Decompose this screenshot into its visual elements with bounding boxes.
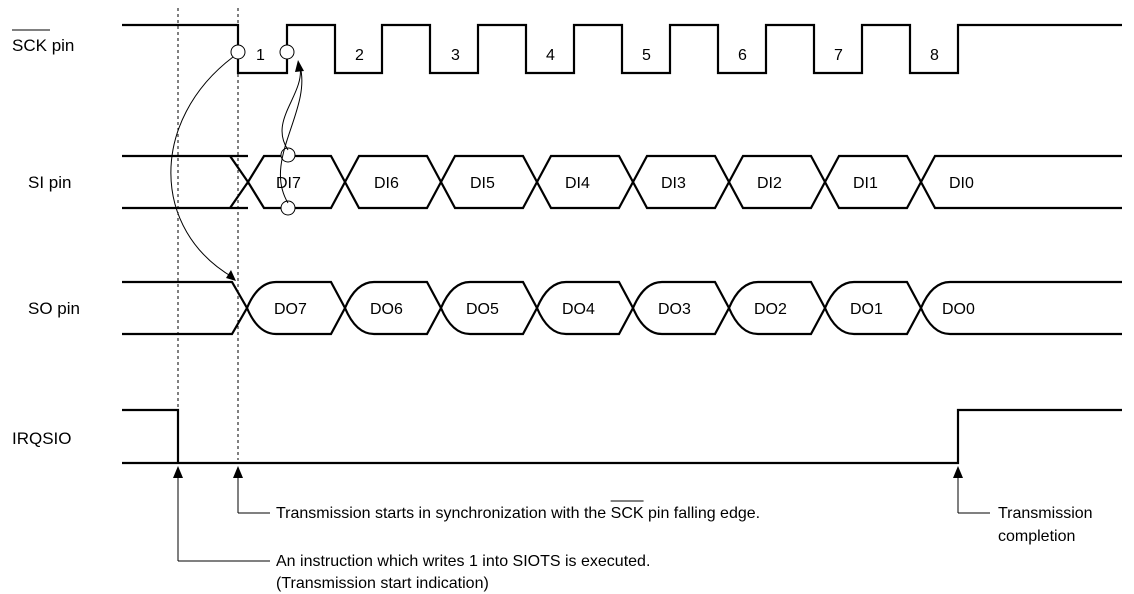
signal-labels: SCK pin SI pin SO pin IRQSIO (12, 29, 80, 448)
clock-number-5: 5 (642, 47, 651, 64)
so-bit-1: DO7 (274, 301, 307, 318)
instruction-note-arrowhead (173, 466, 183, 478)
si-bottom-to-rising-edge-arrow (279, 65, 303, 204)
si-bit-3: DI5 (470, 175, 495, 192)
so-bit-6: DO2 (754, 301, 787, 318)
instruction-note-line-1: An instruction which writes 1 into SIOTS… (276, 553, 650, 570)
si-bit-1: DI7 (276, 175, 301, 192)
clock-number-1: 1 (256, 47, 265, 64)
si-top-to-rising-edge-arrow (281, 65, 301, 151)
rising-edge-arrowhead (295, 60, 304, 72)
so-bit-2: DO6 (370, 301, 403, 318)
si-bit-7: DI1 (853, 175, 878, 192)
sck-pin-suffix: pin (47, 36, 74, 55)
clock-number-3: 3 (451, 47, 460, 64)
si-data-bits: DI7 DI6 DI5 DI4 DI3 DI2 DI1 DI0 (276, 175, 974, 192)
annotation-arrows (173, 466, 990, 562)
so-bit-5: DO3 (658, 301, 691, 318)
so-arrowhead (226, 270, 236, 281)
clock-number-8: 8 (930, 47, 939, 64)
start-note-after: pin falling edge. (644, 505, 761, 522)
si-trace (122, 154, 1122, 210)
timing-relation-arrows (170, 44, 304, 281)
sck-signal-name: SCK (12, 36, 48, 55)
si-sample-marker-bottom (280, 200, 296, 216)
sck-trace (122, 23, 1122, 75)
start-note-before: Transmission starts in synchronization w… (276, 505, 611, 522)
completion-note-line-2: completion (998, 528, 1075, 545)
sck-pin-label: SCK pin (12, 36, 74, 55)
so-bit-4: DO4 (562, 301, 595, 318)
start-note-arrowhead (233, 466, 243, 478)
clock-cycle-numbers: 1 2 3 4 5 6 7 8 (256, 47, 939, 64)
irqsio-label: IRQSIO (12, 429, 72, 448)
transmission-start-note: Transmission starts in synchronization w… (276, 505, 760, 522)
si-bit-4: DI4 (565, 175, 590, 192)
si-bit-8: DI0 (949, 175, 974, 192)
sck-waveform: 1 2 3 4 5 6 7 8 (122, 23, 1122, 75)
clock-number-2: 2 (355, 47, 364, 64)
clock-number-6: 6 (738, 47, 747, 64)
so-pin-label: SO pin (28, 299, 80, 318)
si-waveform: DI7 DI6 DI5 DI4 DI3 DI2 DI1 DI0 (122, 154, 1122, 210)
clock-number-7: 7 (834, 47, 843, 64)
instruction-note-line-2: (Transmission start indication) (276, 575, 489, 592)
completion-note-arrowhead (953, 466, 963, 478)
falling-edge-to-so-arrow (170, 56, 235, 279)
si-pin-label: SI pin (28, 173, 71, 192)
sck-first-falling-edge-marker (230, 44, 246, 60)
so-bit-8: DO0 (942, 301, 975, 318)
si-sample-marker-top (280, 147, 296, 163)
irqsio-trace (122, 408, 1122, 465)
so-bit-3: DO5 (466, 301, 499, 318)
annotations: Transmission starts in synchronization w… (276, 500, 1093, 592)
si-bit-6: DI2 (757, 175, 782, 192)
sck-first-rising-edge-marker (279, 44, 295, 60)
completion-note-line-1: Transmission (998, 505, 1093, 522)
so-data-bits: DO7 DO6 DO5 DO4 DO3 DO2 DO1 DO0 (274, 301, 975, 318)
clock-number-4: 4 (546, 47, 555, 64)
so-waveform: DO7 DO6 DO5 DO4 DO3 DO2 DO1 DO0 (122, 280, 1122, 336)
so-bit-7: DO1 (850, 301, 883, 318)
start-note-sck: SCK (611, 505, 644, 522)
si-bit-5: DI3 (661, 175, 686, 192)
si-bit-2: DI6 (374, 175, 399, 192)
so-trace (122, 280, 1122, 336)
